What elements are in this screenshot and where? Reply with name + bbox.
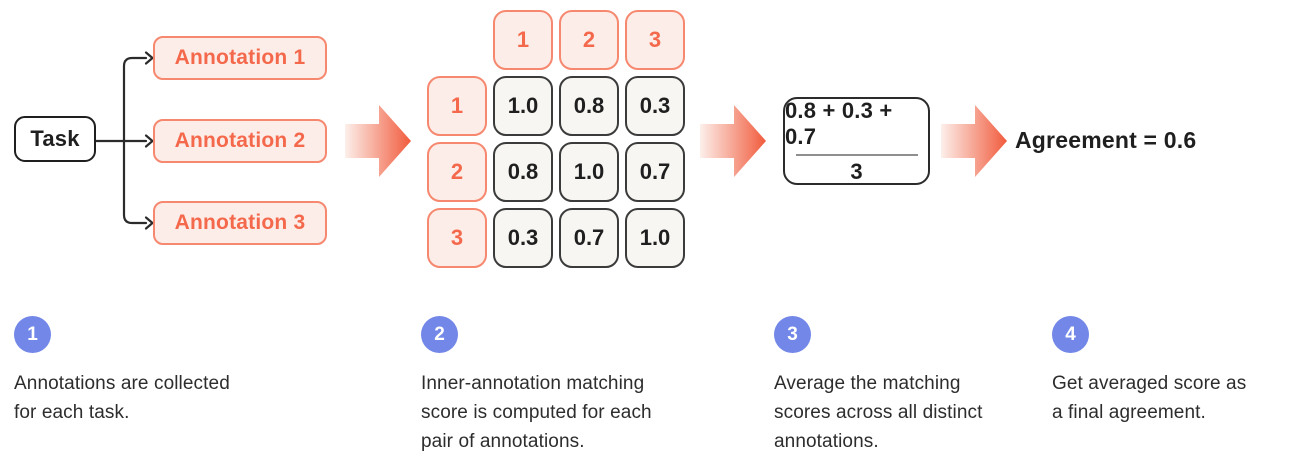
step-4-badge: 4: [1052, 316, 1089, 353]
formula-denominator: 3: [850, 158, 863, 184]
fraction-bar: [795, 153, 918, 156]
step-2-description: Inner-annotation matching score is compu…: [421, 373, 652, 452]
step-4-description: Get averaged score as a final agreement.: [1052, 373, 1247, 423]
flow-arrow-icon: [345, 105, 411, 177]
matrix-cell-3-2: 0.7: [559, 208, 619, 268]
matrix-cell-2-2: 1.0: [559, 142, 619, 202]
matrix-col-header-1: 1: [493, 10, 553, 70]
average-formula-box: 0.8 + 0.3 + 0.7 3: [783, 97, 930, 185]
step-1: 1 Annotations are collected for each tas…: [14, 316, 236, 427]
matrix-col-header-3: 3: [625, 10, 685, 70]
step-1-description: Annotations are collected for each task.: [14, 373, 230, 423]
matrix-cell-3-1: 0.3: [493, 208, 553, 268]
step-3-description: Average the matching scores across all d…: [774, 373, 983, 452]
matrix-cell-3-3: 1.0: [625, 208, 685, 268]
formula-numerator: 0.8 + 0.3 + 0.7: [785, 97, 893, 149]
annotation-2-box: Annotation 2: [153, 119, 327, 163]
task-box: Task: [14, 116, 96, 162]
step-2-badge: 2: [421, 316, 458, 353]
annotation-1-box: Annotation 1: [153, 36, 327, 80]
matrix-cell-1-3: 0.3: [625, 76, 685, 136]
step-3: 3 Average the matching scores across all…: [774, 316, 1014, 456]
flow-arrow-icon: [941, 105, 1007, 177]
step-1-badge: 1: [14, 316, 51, 353]
matrix-cell-2-1: 0.8: [493, 142, 553, 202]
step-4: 4 Get averaged score as a final agreemen…: [1052, 316, 1252, 427]
flow-arrow-icon: [700, 105, 766, 177]
step-2: 2 Inner-annotation matching score is com…: [421, 316, 689, 456]
matrix-row-header-2: 2: [427, 142, 487, 202]
matrix-row-header-3: 3: [427, 208, 487, 268]
matrix-cell-1-1: 1.0: [493, 76, 553, 136]
matrix-cell-2-3: 0.7: [625, 142, 685, 202]
matrix-cell-1-2: 0.8: [559, 76, 619, 136]
matching-matrix: 1 2 3 1 1.0 0.8 0.3 2 0.8 1.0 0.7 3 0.3 …: [427, 10, 685, 268]
matrix-col-header-2: 2: [559, 10, 619, 70]
annotation-3-box: Annotation 3: [153, 201, 327, 245]
matrix-corner-spacer: [427, 10, 487, 70]
matrix-row-header-1: 1: [427, 76, 487, 136]
step-3-badge: 3: [774, 316, 811, 353]
agreement-result-label: Agreement = 0.6: [1015, 127, 1197, 153]
